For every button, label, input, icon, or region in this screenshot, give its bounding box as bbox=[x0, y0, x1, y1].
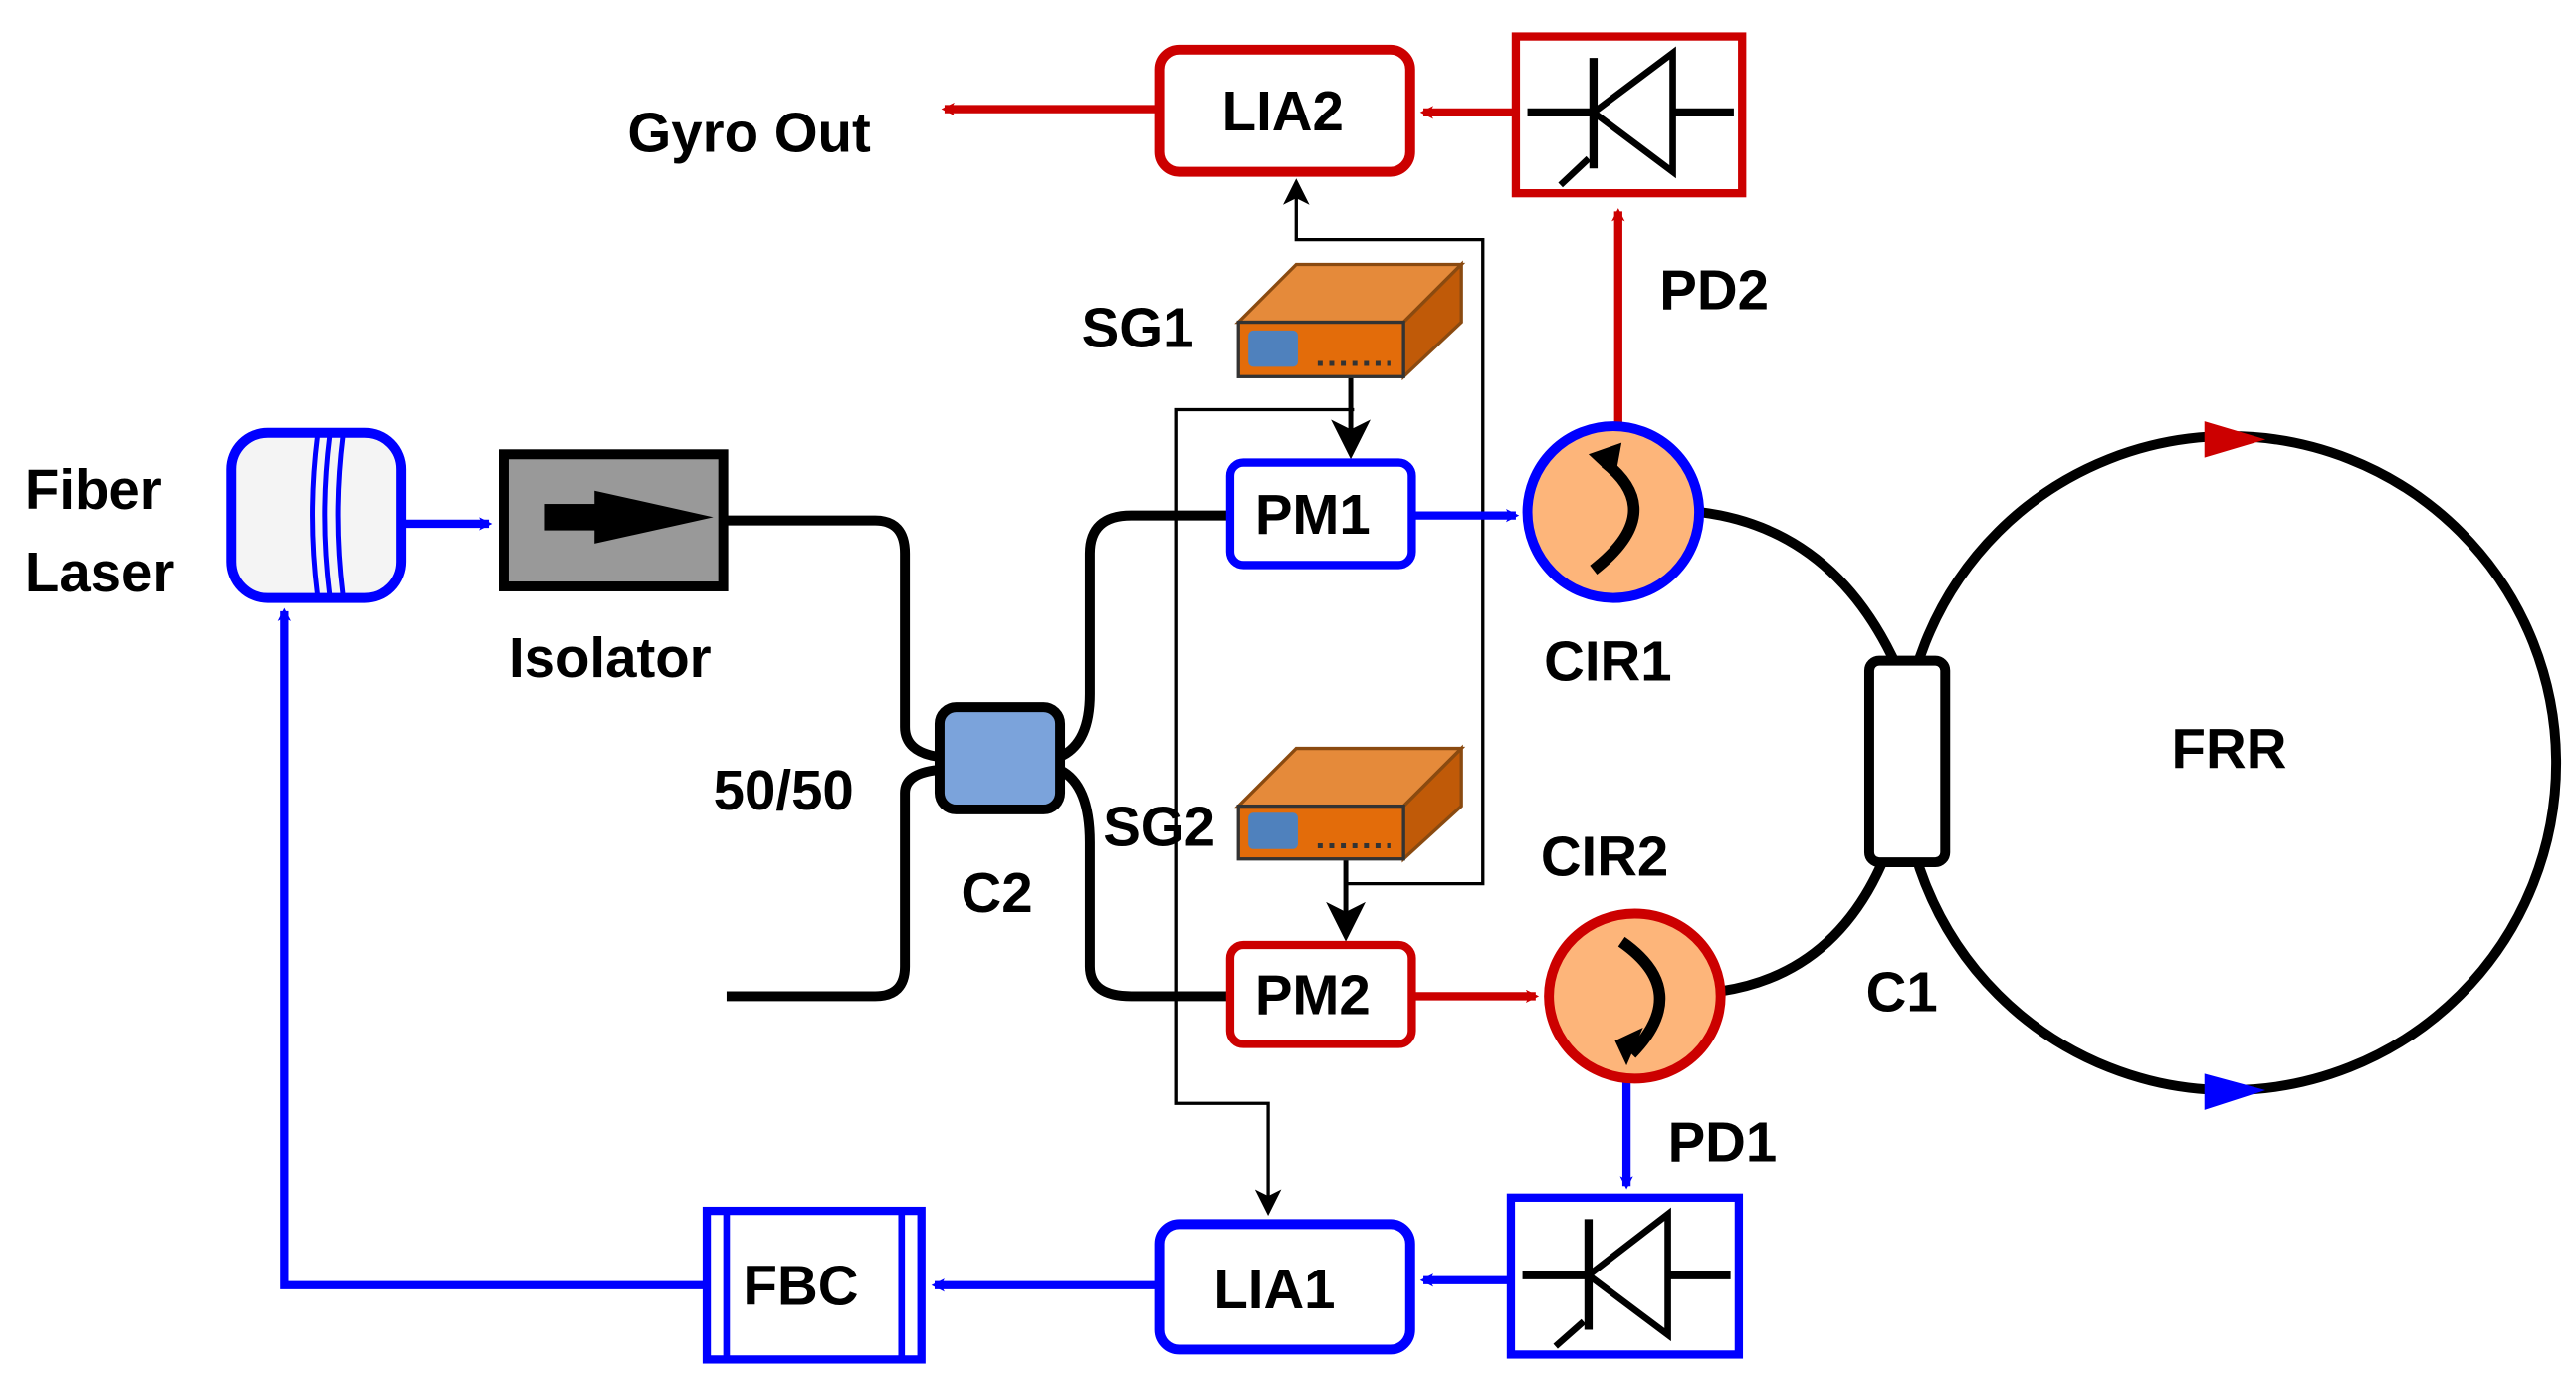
fiber-laser-icon bbox=[226, 427, 407, 603]
control-lines bbox=[1174, 178, 1485, 1217]
coupler-c2 bbox=[934, 702, 1066, 814]
circulator-cir2-icon bbox=[1544, 908, 1726, 1084]
feedback-controller-fbc bbox=[702, 1206, 926, 1364]
frr-direction-arrow-ccw bbox=[2204, 421, 2266, 458]
photodetector-pd1-icon bbox=[1506, 1193, 1744, 1359]
gyro-out-label: Gyro Out bbox=[627, 102, 871, 164]
frr-direction-arrow-cw bbox=[2204, 1073, 2266, 1110]
lock-in-amplifier-lia2 bbox=[1154, 44, 1415, 177]
fbc-label: FBC bbox=[744, 1255, 859, 1317]
sg2-label: SG2 bbox=[1103, 795, 1215, 857]
pd2-label: PD2 bbox=[1659, 258, 1769, 321]
signal-generator-sg2-icon bbox=[1234, 744, 1466, 863]
splitter-ratio-label: 50/50 bbox=[714, 759, 854, 821]
signal-generator-sg1-icon bbox=[1234, 260, 1466, 381]
pm1-label: PM1 bbox=[1255, 483, 1371, 546]
c1-label: C1 bbox=[1866, 960, 1938, 1023]
lia2-label: LIA2 bbox=[1222, 80, 1344, 142]
sg1-label: SG1 bbox=[1082, 296, 1194, 358]
cir2-label: CIR2 bbox=[1541, 824, 1668, 887]
phase-modulator-pm2 bbox=[1225, 940, 1416, 1048]
signal-paths bbox=[277, 102, 1633, 1292]
isolator-icon bbox=[499, 449, 729, 591]
lock-in-amplifier-lia1 bbox=[1154, 1219, 1415, 1355]
pd1-label: PD1 bbox=[1668, 1110, 1778, 1173]
frr-label: FRR bbox=[2172, 717, 2287, 780]
coupler-c1 bbox=[1863, 655, 1951, 868]
cir1-label: CIR1 bbox=[1544, 630, 1671, 693]
photodetector-pd2-icon bbox=[1511, 32, 1747, 198]
fiber-laser-label: Fiber bbox=[25, 458, 162, 521]
fiber-laser-label-2: Laser bbox=[25, 541, 175, 603]
phase-modulator-pm1 bbox=[1225, 458, 1416, 570]
c2-label: C2 bbox=[962, 861, 1033, 924]
isolator-label: Isolator bbox=[509, 626, 712, 689]
pm2-label: PM2 bbox=[1255, 964, 1371, 1027]
circulator-cir1-icon bbox=[1522, 421, 1705, 603]
lia1-label: LIA1 bbox=[1213, 1258, 1335, 1320]
